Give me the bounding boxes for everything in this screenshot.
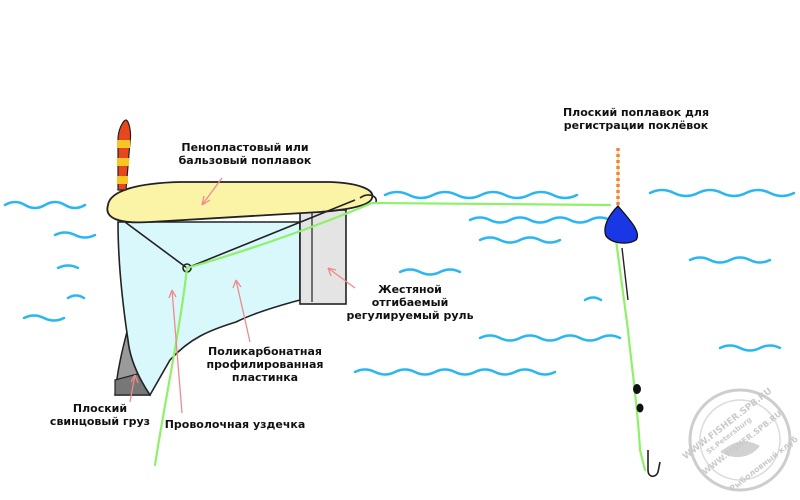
polycarbonate-plate-shape: [117, 221, 301, 397]
water-waves: [3, 185, 796, 376]
label-tin-rudder: Жестяной отгибаемый регулируемый руль: [346, 283, 474, 322]
watermark-logo: WWW.FISHER.SPB.RU St.Petersburg WWW.FISH…: [681, 386, 800, 493]
foam-float-shape: [106, 181, 374, 224]
float-antenna: [117, 119, 132, 191]
pointer-arrows: [129, 177, 356, 414]
label-lead-weight: Плоский свинцовый груз: [49, 402, 151, 428]
fishing-line: [153, 201, 647, 472]
label-wire-bridle: Проволочная уздечка: [164, 418, 306, 431]
hook-icon: [647, 450, 661, 478]
shot-weights: [633, 384, 644, 413]
label-foam-float: Пенопластовый или бальзовый поплавок: [178, 141, 312, 167]
label-flat-float: Плоский поплавок для регистрации поклёво…: [562, 106, 710, 132]
bobber: [604, 148, 639, 301]
tin-rudder-shape: [299, 209, 347, 305]
label-polycarbonate-plate: Поликарбонатная профилированная пластинк…: [206, 345, 324, 384]
